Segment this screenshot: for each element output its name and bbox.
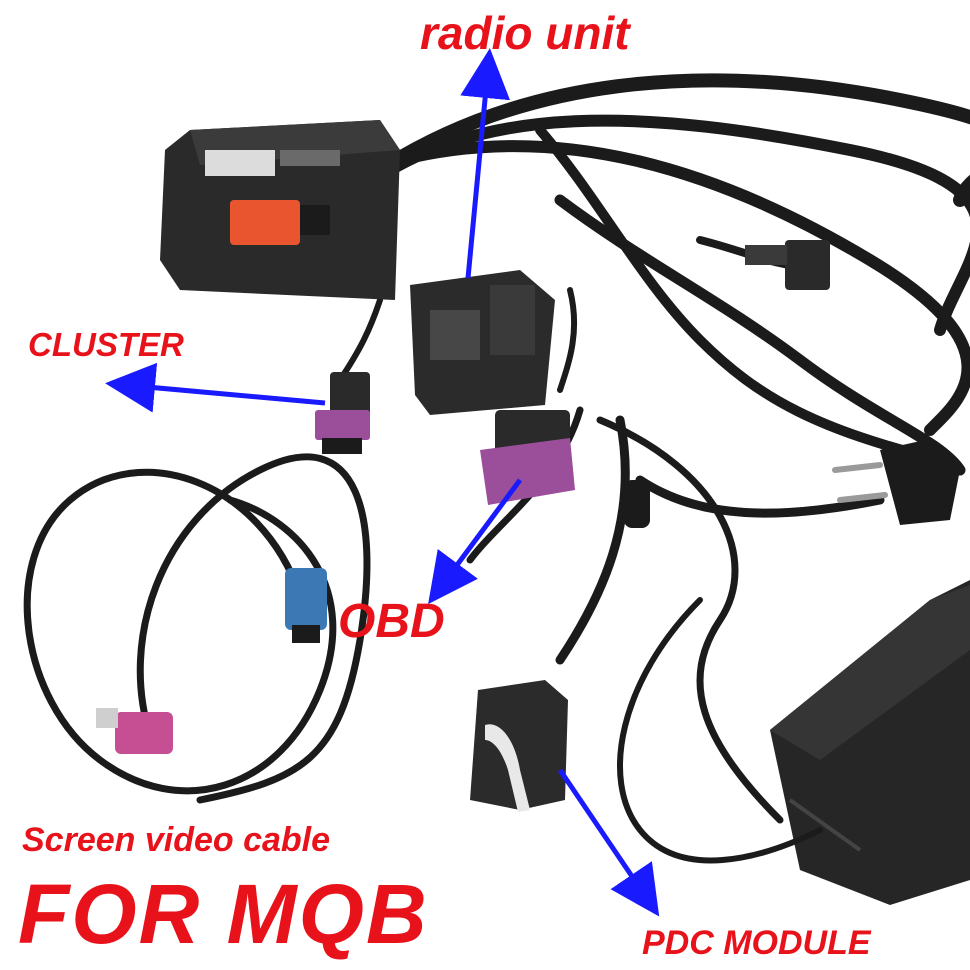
arrow-cluster [105, 362, 326, 413]
label-for-mqb: FOR MQB [18, 867, 429, 961]
arrow-obd [428, 478, 523, 605]
pink-fakra-connector [96, 708, 173, 754]
label-obd: OBD [338, 595, 445, 648]
arrow-radio-unit [460, 48, 511, 279]
video-cable [23, 453, 371, 804]
pdc-connector [470, 680, 568, 812]
arrow-pdc [557, 768, 660, 917]
power-adapter [770, 580, 970, 905]
ferrite-bead [624, 480, 650, 528]
radio-connector [410, 270, 555, 415]
obd-connector [480, 410, 575, 505]
side-connector [745, 240, 830, 290]
mains-plug [832, 440, 960, 525]
cluster-connector [315, 372, 370, 454]
label-screen-video-cable: Screen video cable [22, 821, 331, 859]
label-cluster: CLUSTER [28, 326, 184, 363]
label-pdc-module: PDC MODULE [642, 924, 871, 962]
control-module [160, 120, 400, 300]
label-radio-unit: radio unit [420, 7, 630, 59]
blue-fakra-connector [285, 568, 327, 643]
